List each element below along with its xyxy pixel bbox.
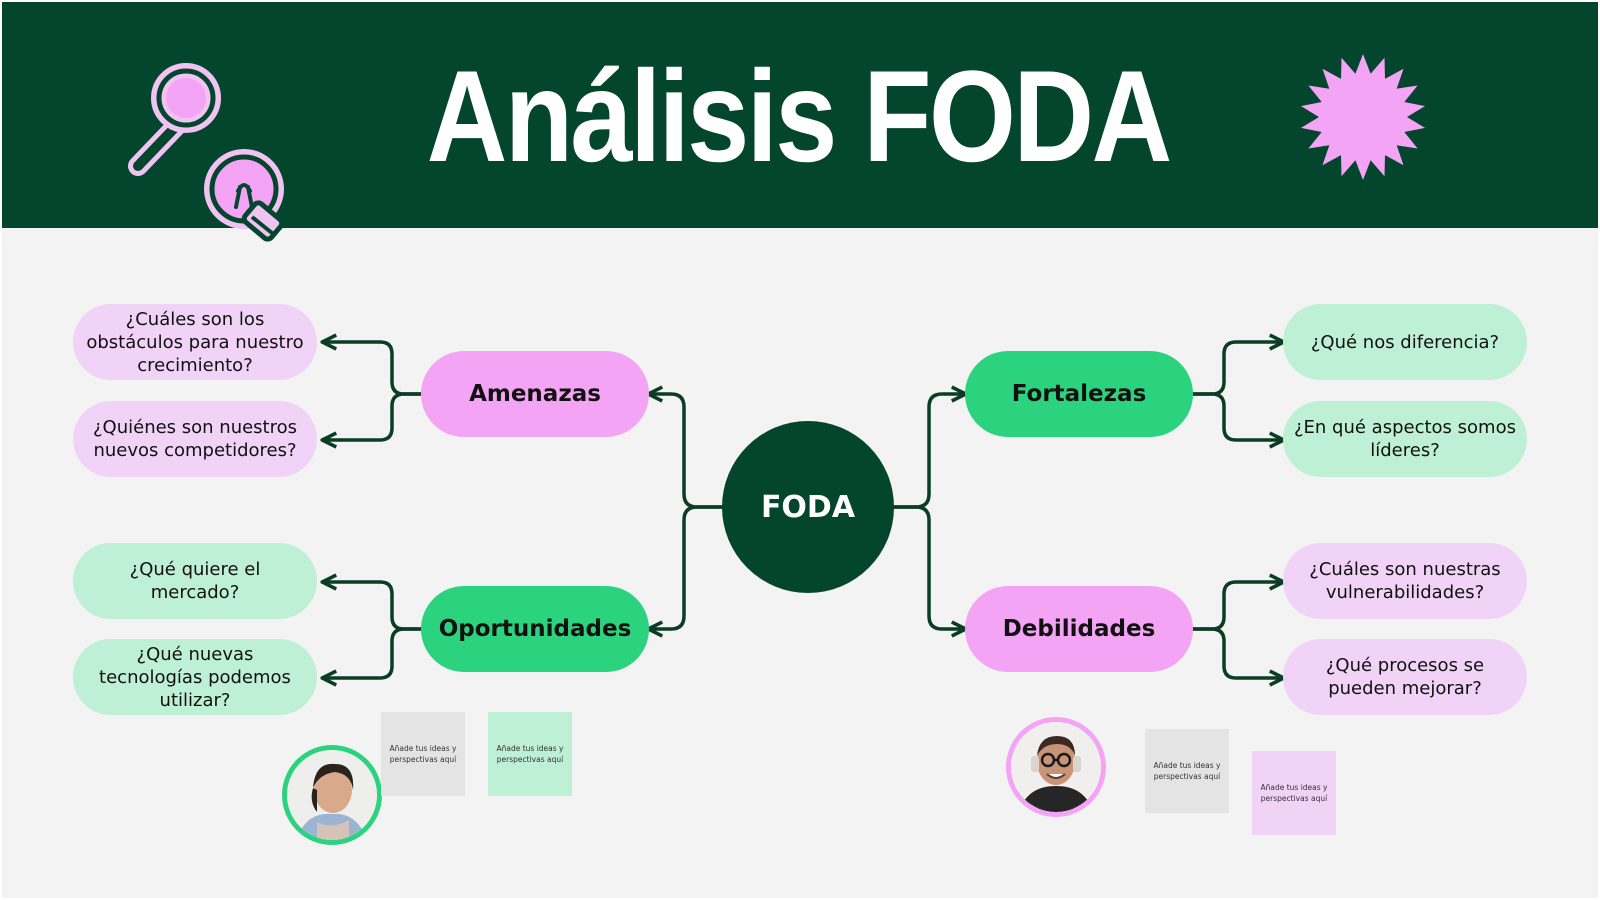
question-fortalezas-2: ¿En qué aspectos somos líderes? — [1283, 401, 1527, 477]
avatar-woman — [282, 745, 382, 845]
sticky-note-gray-left[interactable]: Añade tus ideas y perspectivas aquí — [381, 712, 465, 796]
sticky-note-pink[interactable]: Añade tus ideas y perspectivas aquí — [1252, 751, 1336, 835]
page-title: Análisis FODA — [426, 43, 1173, 189]
connector-debilidades — [892, 505, 964, 629]
connector-amenazas — [650, 394, 724, 509]
question-debilidades-2: ¿Qué procesos se pueden mejorar? — [1283, 639, 1527, 715]
category-oportunidades: Oportunidades — [421, 586, 649, 672]
starburst-icon — [1301, 54, 1425, 180]
magnifier-icon — [128, 63, 221, 176]
category-amenazas: Amenazas — [421, 351, 649, 437]
question-oportunidades-1: ¿Qué quiere el mercado? — [73, 543, 317, 619]
connector-oportunidades — [650, 505, 724, 629]
question-oportunidades-2: ¿Qué nuevas tecnologías podemos utilizar… — [73, 639, 317, 715]
question-amenazas-1: ¿Cuáles son los obstáculos para nuestro … — [73, 304, 317, 380]
category-debilidades: Debilidades — [965, 586, 1193, 672]
question-fortalezas-1: ¿Qué nos diferencia? — [1283, 304, 1527, 380]
sticky-note-gray-right[interactable]: Añade tus ideas y perspectivas aquí — [1145, 729, 1229, 813]
lightbulb-icon — [204, 149, 285, 242]
connector-fortalezas — [892, 394, 964, 509]
question-debilidades-1: ¿Cuáles son nuestras vulnerabilidades? — [1283, 543, 1527, 619]
avatar-man — [1006, 717, 1106, 817]
category-fortalezas: Fortalezas — [965, 351, 1193, 437]
sticky-note-green[interactable]: Añade tus ideas y perspectivas aquí — [488, 712, 572, 796]
question-amenazas-2: ¿Quiénes son nuestros nuevos competidore… — [73, 401, 317, 477]
center-node: FODA — [722, 421, 894, 593]
